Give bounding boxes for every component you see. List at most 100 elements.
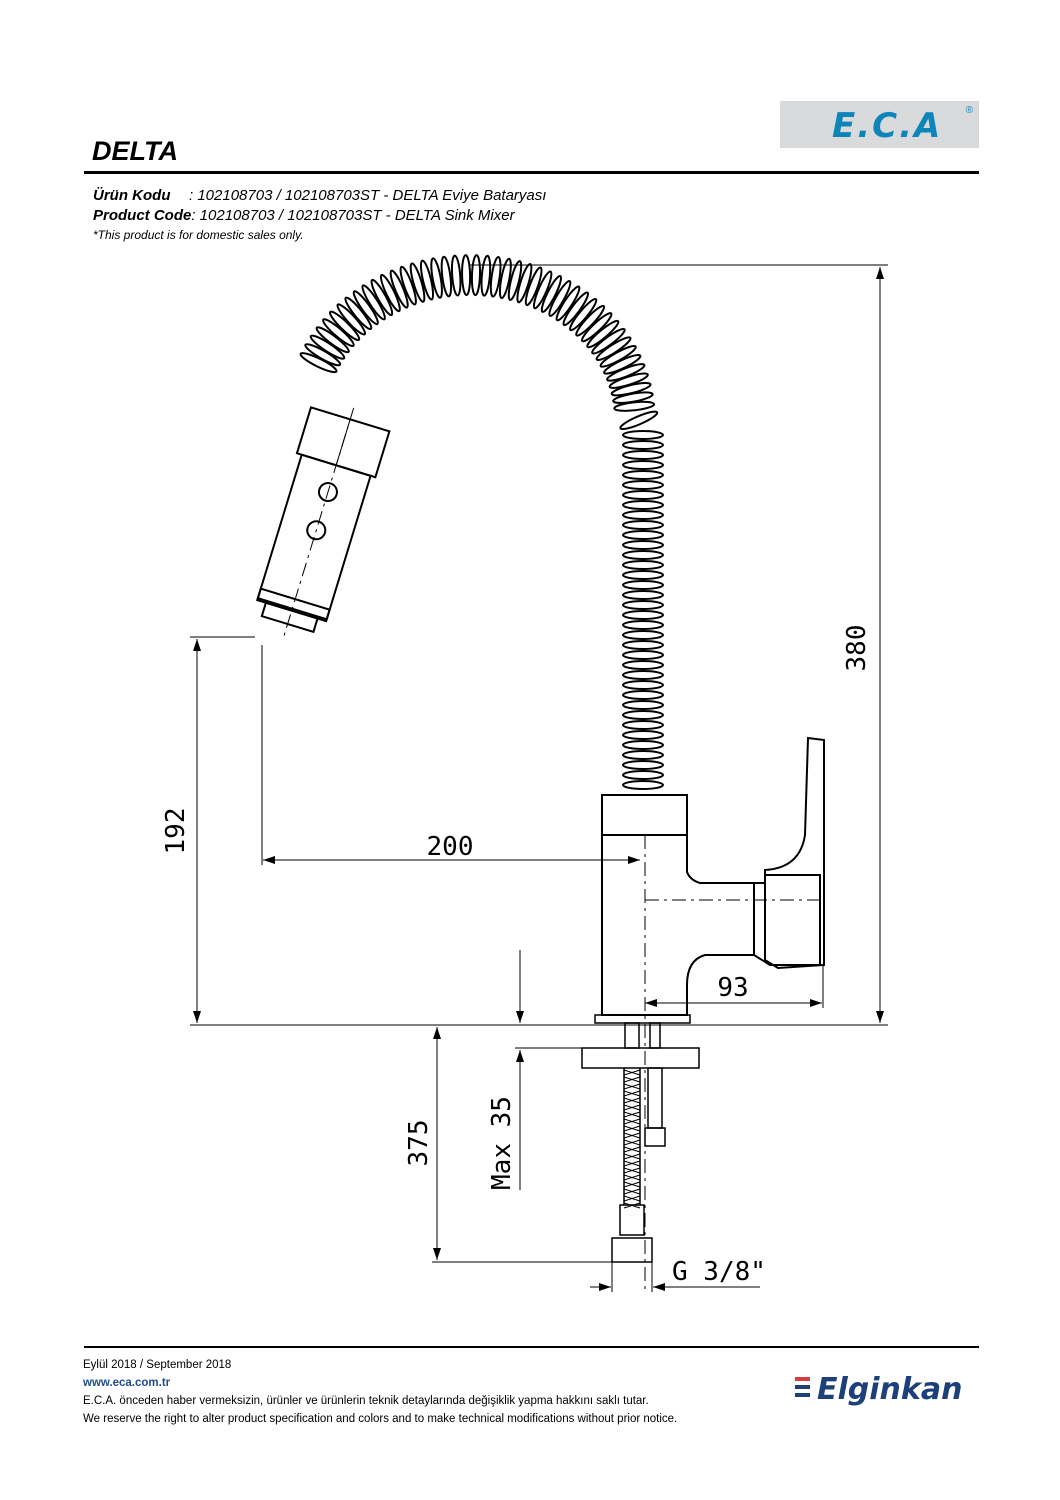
hose-coil: [622, 690, 664, 700]
dim-93: 93: [717, 973, 748, 1003]
hose-coil: [409, 262, 426, 303]
hose-coil: [622, 770, 664, 780]
registered-mark: ®: [965, 105, 973, 116]
braid-mark: [623, 1202, 641, 1209]
hose-coil: [622, 620, 664, 630]
braid-mark: [623, 1118, 641, 1125]
hose-coil: [399, 265, 417, 306]
hose-coil: [440, 255, 453, 298]
hose-coil: [622, 430, 664, 440]
braid-mark: [623, 1097, 641, 1104]
hose-coil: [532, 270, 553, 310]
hose-coil: [622, 560, 664, 570]
braid-mark: [623, 1090, 641, 1097]
hose-coil: [622, 670, 664, 680]
hose-coil: [470, 254, 482, 297]
hose-coil: [591, 327, 626, 355]
hose-coil: [309, 334, 346, 360]
braid-mark: [623, 1153, 641, 1160]
hose-coil: [622, 710, 664, 720]
hose-coil: [622, 760, 664, 770]
hose-coil: [622, 440, 664, 450]
hose-coil: [622, 540, 664, 550]
hose-coil: [352, 290, 379, 326]
hose-coil: [613, 400, 656, 412]
supply-hoses: [611, 1022, 666, 1263]
hose-coil: [555, 285, 581, 322]
hose-coil: [622, 700, 664, 710]
hose-coil: [498, 257, 512, 300]
hose-coil: [562, 291, 590, 327]
hose-coil: [622, 630, 664, 640]
hose-coil: [548, 279, 572, 317]
hose-coil: [524, 266, 543, 307]
product-code-en-value: : 102108703 / 102108703ST - DELTA Sink M…: [191, 207, 515, 224]
footer-divider: [84, 1346, 979, 1348]
dim-192: 192: [161, 808, 191, 855]
hose-coil: [622, 660, 664, 670]
hose-coil: [361, 284, 386, 321]
braid-mark: [623, 1125, 641, 1132]
hose-coil: [328, 310, 361, 342]
elginkan-logo-text: Elginkan: [817, 1372, 963, 1407]
footer-website-link[interactable]: www.eca.com.tr: [83, 1377, 171, 1389]
mixer-body: [581, 736, 825, 1290]
hose-coil: [580, 312, 613, 343]
braid-mark: [623, 1188, 641, 1195]
hose-coil: [622, 650, 664, 660]
hose-coil: [344, 296, 373, 331]
braid-mark: [623, 1181, 641, 1188]
hose-coil: [569, 297, 598, 332]
product-codes: Ürün Kodu : 102108703 / 102108703ST - DEL…: [93, 186, 546, 244]
eca-logo-text: E.C.A: [832, 106, 943, 146]
spray-head: [256, 406, 391, 638]
braid-mark: [623, 1132, 641, 1139]
hose-coil: [480, 254, 492, 297]
hose-coil: [622, 590, 664, 600]
hose-coil: [622, 750, 664, 760]
hose-coil: [622, 480, 664, 490]
dim-thread: G 3/8": [672, 1257, 766, 1287]
hose-coil: [622, 600, 664, 610]
braid-mark: [623, 1195, 641, 1202]
braid-mark: [623, 1111, 641, 1118]
product-code-en: Product Code: 102108703 / 102108703ST - …: [93, 206, 546, 226]
hose-coil: [622, 780, 664, 790]
braid-mark: [623, 1146, 641, 1153]
hose-coil: [540, 274, 563, 313]
page-title: DELTA: [92, 136, 178, 166]
hose-coil: [622, 610, 664, 620]
hose-coil: [622, 680, 664, 690]
hose-coil: [461, 254, 472, 297]
dim-380: 380: [842, 625, 872, 672]
hose-coil: [575, 304, 606, 337]
hose-coil: [419, 259, 435, 301]
hose-coil: [622, 730, 664, 740]
dim-375: 375: [404, 1120, 434, 1167]
hose-coil: [507, 260, 523, 301]
hose-coil: [622, 640, 664, 650]
hose-coil: [379, 273, 401, 313]
product-code-tr-label: Ürün Kodu: [93, 187, 171, 204]
hose-coil: [430, 257, 443, 299]
footer: Eylül 2018 / September 2018 www.eca.com.…: [83, 1356, 677, 1428]
braid-mark: [623, 1167, 641, 1174]
dim-max-35: Max 35: [487, 1096, 517, 1190]
braid-mark: [623, 1174, 641, 1181]
elginkan-bars-icon: [795, 1377, 810, 1401]
braid-mark: [623, 1104, 641, 1111]
hose-coil: [370, 278, 394, 317]
product-code-en-label: Product Code: [93, 207, 192, 224]
eca-logo: E.C.A ®: [780, 101, 979, 148]
dim-200: 200: [427, 832, 474, 862]
braid-mark: [623, 1139, 641, 1146]
hose-coil: [622, 450, 664, 460]
hose-coil: [622, 720, 664, 730]
hose-coil: [622, 550, 664, 560]
footer-disclaimer-tr: E.C.A. önceden haber vermeksizin, ürünle…: [83, 1395, 649, 1407]
hose-coil: [516, 263, 533, 304]
spring-hose: [299, 254, 664, 790]
header-divider: [84, 171, 979, 174]
hose-coil: [622, 530, 664, 540]
